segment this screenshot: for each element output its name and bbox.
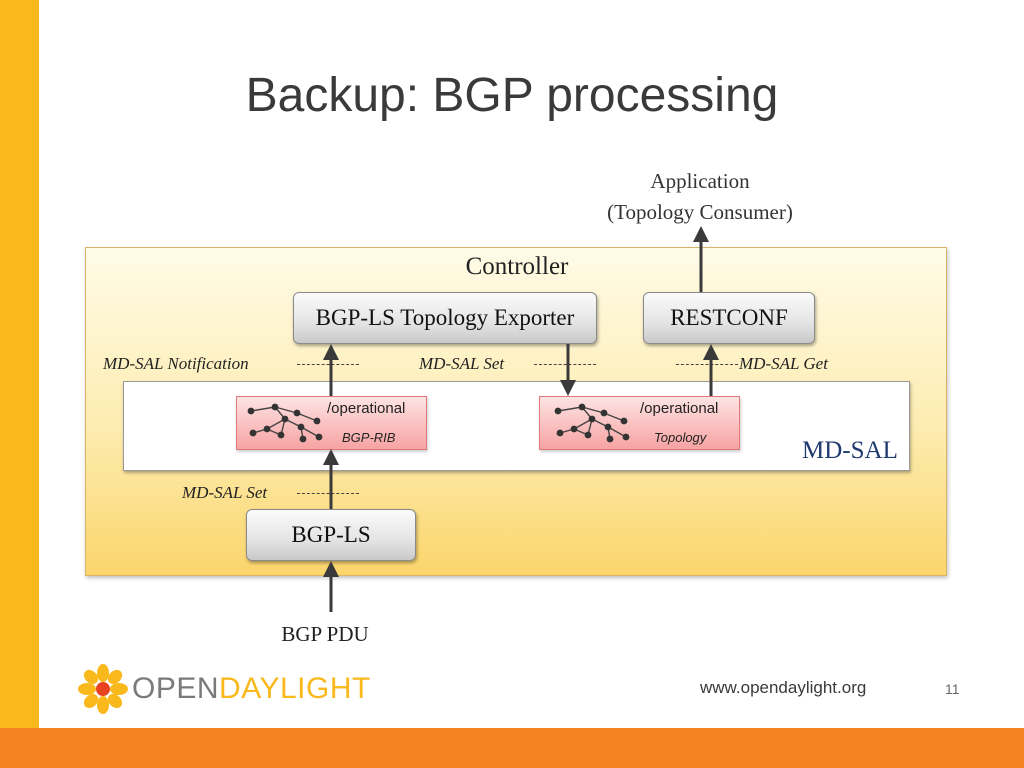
bgp-pdu-label: BGP PDU xyxy=(281,622,369,646)
arrow-pdu-to-bgpls-head xyxy=(323,561,339,577)
left-accent-bar xyxy=(0,0,39,768)
restconf-box: RESTCONF xyxy=(643,292,815,344)
arrow-topology-to-restconf-head xyxy=(703,344,719,360)
application-label-line2: (Topology Consumer) xyxy=(607,200,793,224)
bgp-rib-datastore: /operational BGP-RIB xyxy=(236,396,427,450)
bgp-ls-box: BGP-LS xyxy=(246,509,416,561)
topology-name-label: Topology xyxy=(654,430,707,445)
topology-datastore: /operational Topology xyxy=(539,396,740,450)
page-number: 11 xyxy=(945,681,960,697)
application-label: Application (Topology Consumer) xyxy=(560,166,840,228)
bgp-ls-topology-exporter-box: BGP-LS Topology Exporter xyxy=(293,292,597,344)
get-dash xyxy=(676,364,738,365)
arrow-exporter-to-topology-head xyxy=(560,380,576,396)
slide-title: Backup: BGP processing xyxy=(245,69,779,122)
controller-label: Controller xyxy=(465,253,569,280)
footer-url: www.opendaylight.org xyxy=(700,678,867,697)
mdsal-notification-label: MD-SAL Notification xyxy=(103,354,249,373)
logo-open-text: OPEN xyxy=(132,672,220,705)
mdsal-get-label: MD-SAL Get xyxy=(739,354,828,373)
mdsal-label: MD-SAL xyxy=(802,437,898,464)
application-label-line1: Application xyxy=(650,169,750,193)
arrow-bgpls-to-rib-head xyxy=(323,449,339,465)
logo-daylight-text: DAYLIGHT xyxy=(219,672,371,705)
set-bottom-dash xyxy=(297,493,359,494)
mdsal-set-top-label: MD-SAL Set xyxy=(419,354,505,373)
rib-name-label: BGP-RIB xyxy=(342,430,396,445)
tree-icon xyxy=(554,403,630,443)
rib-path-label: /operational xyxy=(327,400,406,417)
arrow-restconf-to-application-head xyxy=(693,226,709,242)
mdsal-set-bottom-label: MD-SAL Set xyxy=(182,483,268,502)
set-top-dash xyxy=(534,364,596,365)
notification-dash xyxy=(297,364,359,365)
arrow-rib-to-exporter-head xyxy=(323,344,339,360)
topology-path-label: /operational xyxy=(640,400,719,417)
tree-icon xyxy=(247,403,323,443)
bottom-accent-bar xyxy=(0,728,1024,768)
opendaylight-wordmark: OPENDAYLIGHT xyxy=(132,672,371,706)
opendaylight-sun-icon xyxy=(78,664,128,714)
